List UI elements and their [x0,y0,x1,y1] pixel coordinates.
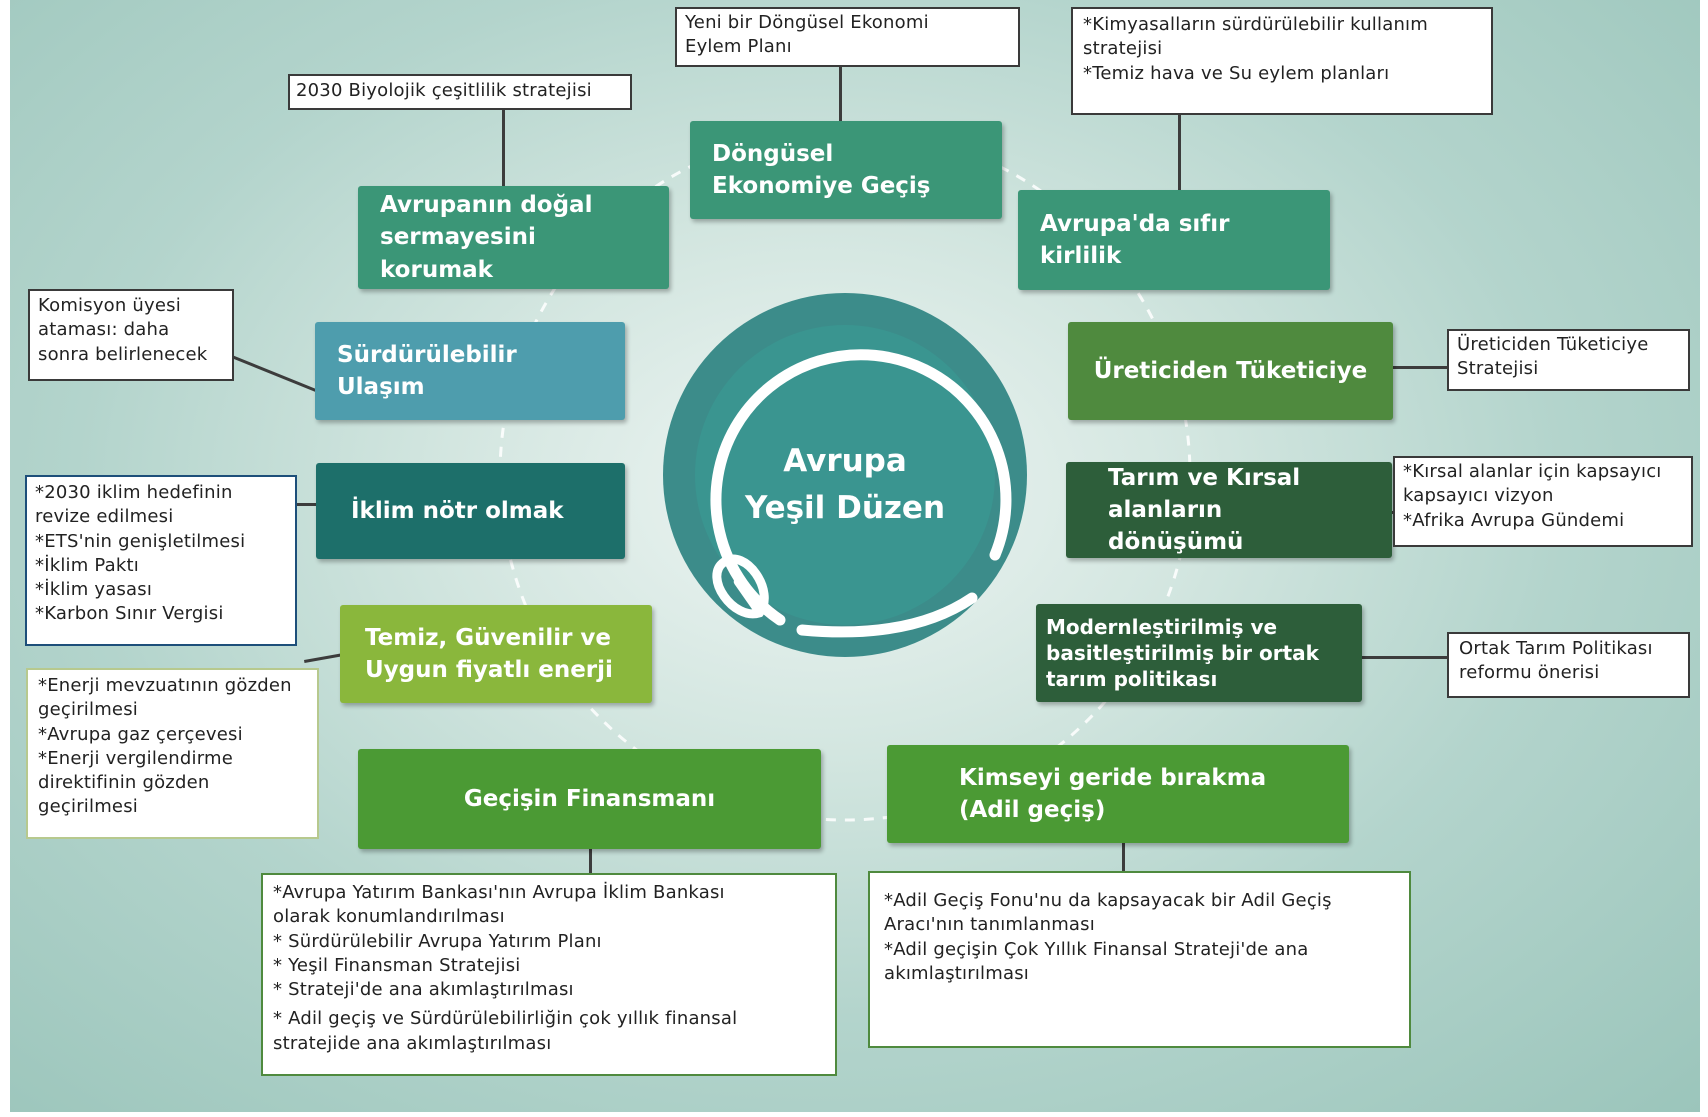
callout-finansman-line: olarak konumlandırılması [273,906,505,928]
callout-enerji-line: *Enerji mevzuatının gözden [38,675,292,696]
callout-dongusel: Yeni bir Döngüsel Ekonomi Eylem Planı [675,7,1020,67]
callout-enerji-line: *Enerji vergilendirme [38,747,234,769]
connector-ureticiden [1392,366,1450,369]
diagram-canvas: Avrupa Yeşil Düzen Döngüsel Ekonomiye Ge… [10,0,1700,1112]
callout-adil-line: Aracı'nın tanımlanması [884,914,1095,936]
callout-kimyasallar-line: *Kimyasalların sürdürülebilir kullanım [1083,14,1428,35]
topic-kimseyi-label: Kimseyi geride bırakma (Adil geçiş) [959,764,1267,823]
callout-kirsal-line: kapsayıcı vizyon [1403,485,1554,507]
callout-biyolojik: 2030 Biyolojik çeşitlilik stratejisi [288,74,632,110]
topic-sifir-kirlilik-label: Avrupa'da sıfır kirlilik [1040,210,1230,269]
callout-iklim-line: *Karbon Sınır Vergisi [35,603,224,625]
callout-komisyon-line: sonra belirlenecek [38,343,208,365]
topic-dogal-sermaye-label: Avrupanın doğal sermayesini korumak [380,192,593,283]
callout-kimyasallar-line: stratejisi [1083,38,1163,60]
callout-finansman-line: * Yeşil Finansman Stratejisi [273,954,521,976]
topic-ortak-tarim-label: Modernleştirilmiş ve basitleştirilmiş bi… [1046,615,1319,691]
topic-iklim-label: İklim nötr olmak [351,497,564,524]
center-ring-graphic [498,128,1192,822]
topic-ulasim-label: Sürdürülebilir Ulaşım [337,341,517,400]
topic-dongusel-ekonomi: Döngüsel Ekonomiye Geçiş [690,121,1002,219]
callout-kirsal: *Kırsal alanlar için kapsayıcı kapsayıcı… [1393,456,1693,547]
callout-enerji-line: geçirilmesi [38,699,138,721]
connector-adil [1122,842,1125,872]
topic-tarim-kirsal: Tarım ve Kırsal alanların dönüşümü [1066,462,1392,558]
callout-finansman: *Avrupa Yatırım Bankası'nın Avrupa İklim… [261,873,837,1076]
callout-finansman-line: * Strateji'de ana akımlaştırılması [273,979,574,1001]
callout-iklim-line: *2030 iklim hedefinin [35,482,233,503]
callout-enerji-line: direktifinin gözden [38,772,210,794]
topic-dogal-sermaye: Avrupanın doğal sermayesini korumak [358,186,669,289]
topic-kimseyi: Kimseyi geride bırakma (Adil geçiş) [887,745,1349,843]
connector-ortak-tarim [1362,656,1450,659]
topic-ureticiden-label: Üreticiden Tüketiciye [1093,357,1368,384]
callout-ortak-tarim-line: Ortak Tarım Politikası [1459,638,1653,659]
callout-komisyon-line: Komisyon üyesi [38,295,181,316]
callout-adil-line: *Adil geçişin Çok Yıllık Finansal Strate… [884,938,1309,960]
callout-komisyon: Komisyon üyesi ataması: daha sonra belir… [28,289,234,381]
callout-ortak-tarim: Ortak Tarım Politikası reformu önerisi [1447,632,1690,698]
connector-biyolojik [502,107,505,186]
topic-finansman-label: Geçişin Finansmanı [463,785,716,812]
callout-kirsal-line: *Kırsal alanlar için kapsayıcı [1403,461,1662,482]
topic-ureticiden: Üreticiden Tüketiciye [1068,322,1393,420]
center-arc [710,349,1012,626]
callout-kirsal-line: *Afrika Avrupa Gündemi [1403,509,1625,531]
callout-iklim-line: *İklim Paktı [35,554,139,576]
connector-finansman [589,849,592,874]
topic-enerji: Temiz, Güvenilir ve Uygun fiyatlı enerji [340,605,652,703]
connector-dongusel [839,65,842,121]
callout-ureticiden-line: Üreticiden Tüketiciye [1457,334,1649,355]
callout-iklim-line: *ETS'nin genişletilmesi [35,530,246,552]
callout-dongusel-line: Yeni bir Döngüsel Ekonomi [685,12,929,33]
callout-adil: *Adil Geçiş Fonu'nu da kapsayacak bir Ad… [868,871,1411,1048]
callout-biyolojik-line: 2030 Biyolojik çeşitlilik stratejisi [296,80,592,101]
topic-ulasim: Sürdürülebilir Ulaşım [315,322,625,420]
connector-kimyasallar [1178,113,1181,190]
center-arc-tail [796,592,978,638]
callout-adil-line: *Adil Geçiş Fonu'nu da kapsayacak bir Ad… [884,890,1332,911]
leaf-icon [712,554,769,619]
topic-iklim-notr: İklim nötr olmak [316,463,625,559]
callout-iklim-line: *İklim yasası [35,579,153,601]
center-inner-disc [695,325,995,625]
center-title: Avrupa Yeşil Düzen [705,438,985,531]
callout-finansman-line: * Adil geçiş ve Sürdürülebilirliğin çok … [273,1008,738,1030]
connector-iklim [295,503,325,506]
callout-enerji: *Enerji mevzuatının gözden geçirilmesi *… [26,668,319,839]
callout-iklim-line: revize edilmesi [35,506,174,528]
callout-kimyasallar: *Kimyasalların sürdürülebilir kullanım s… [1071,7,1493,115]
callout-komisyon-line: ataması: daha [38,319,170,341]
callout-finansman-line: stratejide ana akımlaştırılması [273,1032,552,1054]
topic-dongusel-label: Döngüsel Ekonomiye Geçiş [712,140,931,199]
callout-enerji-line: geçirilmesi [38,796,138,818]
callout-finansman-line: *Avrupa Yatırım Bankası'nın Avrupa İklim… [273,882,725,903]
callout-adil-line: akımlaştırılması [884,962,1030,984]
topic-tarim-label: Tarım ve Kırsal alanların dönüşümü [1108,464,1301,556]
topic-finansman: Geçişin Finansmanı [358,749,821,849]
callout-enerji-line: *Avrupa gaz çerçevesi [38,723,243,745]
callout-ortak-tarim-line: reformu önerisi [1459,662,1600,684]
topic-enerji-label: Temiz, Güvenilir ve Uygun fiyatlı enerji [365,624,613,683]
callout-ureticiden: Üreticiden Tüketiciye Stratejisi [1447,329,1690,391]
callout-finansman-line: * Sürdürülebilir Avrupa Yatırım Planı [273,930,602,952]
callout-kimyasallar-line: *Temiz hava ve Su eylem planları [1083,62,1390,84]
topic-sifir-kirlilik: Avrupa'da sıfır kirlilik [1018,190,1330,290]
center-title-line1: Avrupa [783,443,907,479]
callout-dongusel-line: Eylem Planı [685,36,792,58]
topic-ortak-tarim: Modernleştirilmiş ve basitleştirilmiş bi… [1036,604,1362,702]
callout-ureticiden-line: Stratejisi [1457,358,1539,380]
callout-iklim: *2030 iklim hedefinin revize edilmesi *E… [25,475,297,646]
center-title-line2: Yeşil Düzen [744,489,946,526]
